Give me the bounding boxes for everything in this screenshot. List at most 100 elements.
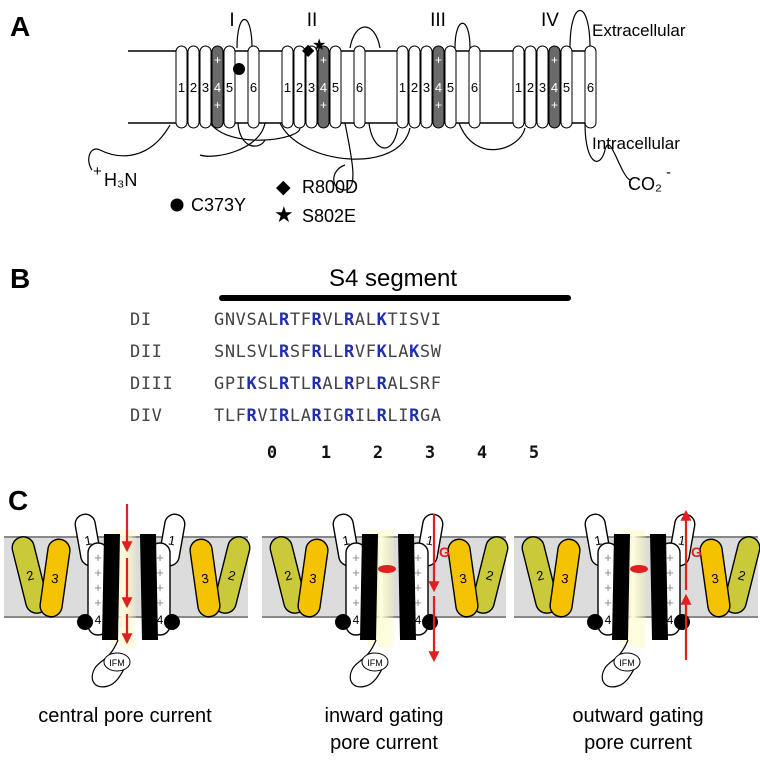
domain-4-s6-number: 6 <box>587 80 594 95</box>
panel-b-label: B <box>10 263 30 294</box>
linker-ball-right <box>422 614 438 630</box>
extracellular-label: Extracellular <box>592 21 686 40</box>
helix-left-s1-number: 1 <box>593 532 603 548</box>
basic-residue: R <box>312 310 323 330</box>
domain-4-helix-s4 <box>548 45 561 129</box>
helix-right-s1-number: 1 <box>167 532 177 548</box>
domain-1-s2-number: 2 <box>190 80 197 95</box>
residue-run: TL <box>290 374 312 394</box>
helix-right-s4-plus-4: + <box>414 595 422 610</box>
helix-right-s2-body <box>471 536 509 614</box>
domain-2-helix-s3 <box>305 45 318 129</box>
residue-run: VI <box>257 406 279 426</box>
c373y-legend-label: C373Y <box>191 195 246 215</box>
residue-run: AL <box>322 374 344 394</box>
basic-residue: R <box>312 406 323 426</box>
domain-label-i: I <box>229 10 234 31</box>
domain-dii-label: DII <box>130 342 163 362</box>
helix-left-s3-number: 3 <box>50 571 59 587</box>
basic-residue: R <box>247 406 258 426</box>
helix-left-s2: 2 <box>269 536 307 614</box>
helix-right-s4-plus-1: + <box>156 550 164 565</box>
residue-run: TF <box>290 310 312 330</box>
basic-residue: R <box>279 342 290 362</box>
ifm-particle <box>361 652 389 672</box>
domain-2-s3-number: 3 <box>308 80 315 95</box>
basic-residue: R <box>377 374 388 394</box>
basic-residue: R <box>279 374 290 394</box>
domain-4-s5-number: 5 <box>563 80 570 95</box>
helix-left-s3-number: 3 <box>560 571 569 587</box>
domain-4-s2-number: 2 <box>527 80 534 95</box>
helix-left-s3: 3 <box>39 538 71 618</box>
panel-a-label: A <box>10 11 30 42</box>
basic-residue: R <box>279 310 290 330</box>
helix-left-s4-plus-3: + <box>604 580 612 595</box>
domain-diii-label: DIII <box>130 374 173 394</box>
domain-3-s6-number: 6 <box>471 80 478 95</box>
helix-left-s2-number: 2 <box>535 567 546 583</box>
domain-2-s2-number: 2 <box>296 80 303 95</box>
helix-right-s4-plus-4: + <box>666 595 674 610</box>
helix-right-s3-number: 3 <box>710 571 719 587</box>
domain-3-s2-number: 2 <box>411 80 418 95</box>
s802e-legend-icon: ★ <box>274 202 294 227</box>
residue-run: SL <box>257 374 279 394</box>
helix-right-s2-number: 2 <box>737 567 748 583</box>
helix-left-s4-plus-3: + <box>94 580 102 595</box>
domain-2-helix-s2 <box>293 45 306 129</box>
topology-loops <box>88 10 631 191</box>
helix-left-s4-number: 4 <box>605 613 612 627</box>
residue-run: GNVSAL <box>214 310 279 330</box>
helix-left-s4-plus-2: + <box>604 565 612 580</box>
helix-left-s4-number: 4 <box>353 613 360 627</box>
domain-label-ii: II <box>307 10 318 31</box>
closed-gate-marker <box>378 565 396 573</box>
domain-label-iii: III <box>430 10 446 31</box>
domain-diii-sequence: GPIKSLRTLRALRPLRALSRF <box>214 374 442 394</box>
residue-run: LL <box>322 342 344 362</box>
helix-left-s4-plus-2: + <box>94 565 102 580</box>
ifm-particle <box>613 652 641 672</box>
basic-residue: R <box>344 406 355 426</box>
helix-right-s3: 3 <box>189 538 221 618</box>
helix-right-s4-plus-2: + <box>156 565 164 580</box>
helix-right-s2-body <box>213 536 251 614</box>
r800d-site-marker: ◆ <box>302 42 315 59</box>
pore-helix-left <box>360 534 378 640</box>
residue-run: AL <box>355 310 377 330</box>
basic-residue: R <box>409 406 420 426</box>
domain-4-helix-s2 <box>524 45 537 129</box>
ifm-label: IFM <box>367 658 383 668</box>
domain-2-s4-plus-1: + <box>320 53 327 67</box>
panel-a: A Extracellular Intracellular I II III I… <box>10 10 686 227</box>
helix-left-s3: 3 <box>549 538 581 618</box>
c-terminus-charge: - <box>666 164 671 181</box>
residue-run: VL <box>322 310 344 330</box>
caption-2-line-2: pore current <box>330 732 438 754</box>
residue-run: TLF <box>214 406 247 426</box>
n-terminal-tail <box>88 124 171 171</box>
domain-3-helix-s6 <box>468 45 481 129</box>
helix-left-s1-number: 1 <box>83 532 93 548</box>
linker-ball-left <box>335 614 351 630</box>
domain-1-helix-s6 <box>247 45 260 129</box>
residue-run: VF <box>355 342 377 362</box>
basic-residue: R <box>344 374 355 394</box>
helix-left-s4-plus-4: + <box>94 595 102 610</box>
n-terminus-label: H₃N <box>104 170 137 190</box>
pore-helix-left <box>102 534 120 640</box>
domain-1-s4-plus-1: + <box>214 53 221 67</box>
r800d-legend-label: R800D <box>302 177 358 197</box>
residue-run: LA <box>290 406 312 426</box>
domain-4-helix-s5 <box>560 45 573 129</box>
domain-4-helix-s6 <box>584 45 597 129</box>
charge-position-4: 4 <box>477 443 487 463</box>
helix-left-s2-body <box>11 536 49 614</box>
